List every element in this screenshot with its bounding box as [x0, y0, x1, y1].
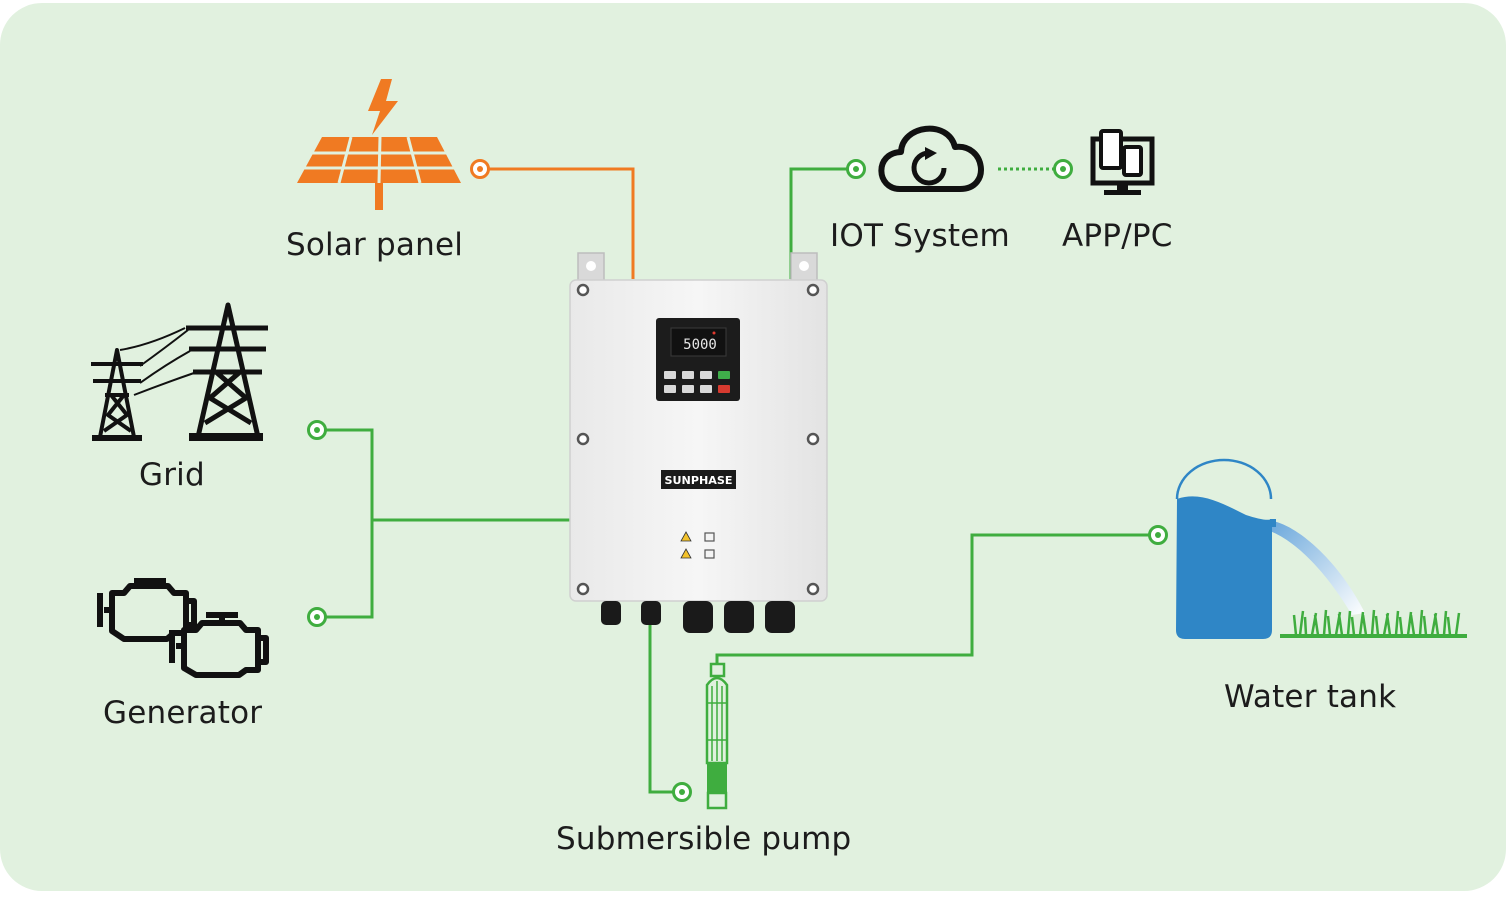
app-pc-label: APP/PC: [1062, 218, 1173, 254]
controller-brand: SUNPHASE: [665, 474, 733, 487]
generator-label: Generator: [103, 695, 263, 731]
pump-controller: 5000 SUNPHASE: [569, 252, 828, 633]
grid-label: Grid: [139, 457, 205, 493]
devices-icon: [1090, 129, 1155, 195]
diagram-panel: 5000 SUNPHASE: [0, 3, 1506, 891]
iot-line: [789, 167, 848, 279]
engine-icon: [97, 578, 269, 678]
pump-output-line: [648, 625, 674, 794]
tank-line: [715, 533, 1150, 665]
solar-terminal: [470, 159, 490, 179]
submersible-pump-label: Submersible pump: [556, 821, 852, 857]
pump-terminal: [672, 782, 692, 802]
tank-terminal: [1148, 525, 1168, 545]
submersible-pump-icon: [705, 662, 729, 810]
water-tank-icon: [1175, 458, 1467, 639]
keypad-panel: [656, 318, 740, 401]
controller-display-value: 5000: [683, 337, 717, 353]
solar-panel-label: Solar panel: [286, 227, 464, 263]
power-tower-icon: [91, 302, 268, 441]
iot-system-label: IOT System: [830, 218, 1010, 254]
connection-lines: [325, 167, 1150, 794]
grass-icon: [1280, 609, 1467, 638]
cable-glands: [601, 601, 795, 633]
grid-terminal: [307, 420, 327, 440]
cloud-icon: [878, 125, 984, 192]
generator-line: [325, 520, 374, 619]
generator-terminal: [307, 607, 327, 627]
solar-panel-icon: [297, 79, 461, 210]
app-terminal: [1053, 159, 1073, 179]
terminals: [307, 159, 1168, 802]
warning-icons: [680, 531, 715, 559]
system-diagram: 5000 SUNPHASE: [91, 79, 1467, 810]
grid-line: [325, 428, 570, 522]
solar-line: [489, 167, 635, 279]
iot-terminal: [846, 159, 866, 179]
water-tank-label: Water tank: [1224, 679, 1397, 715]
